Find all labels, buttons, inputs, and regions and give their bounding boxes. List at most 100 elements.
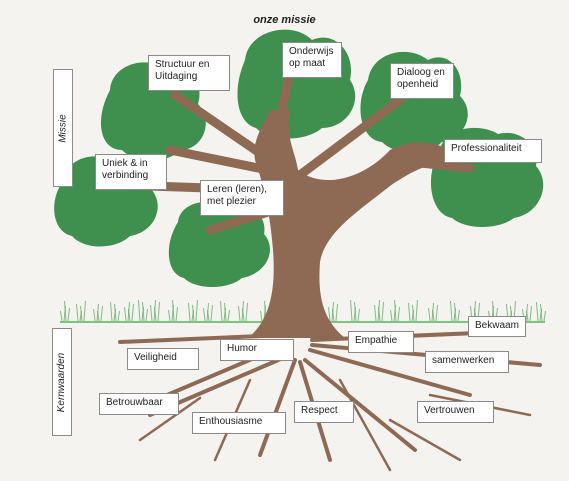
grass-blade xyxy=(412,304,415,322)
grass-blade xyxy=(145,308,148,322)
grass-blade xyxy=(154,306,157,322)
grass-tuft xyxy=(238,300,248,322)
grass-tuft xyxy=(76,300,86,322)
value-veiligheid: Veiligheid xyxy=(127,348,199,370)
value-empathie: Empathie xyxy=(348,331,414,353)
grass-tuft xyxy=(374,299,384,322)
grass-blade xyxy=(450,300,453,322)
grass-tuft xyxy=(188,299,198,322)
grass-blade xyxy=(242,307,245,322)
grass-blade xyxy=(80,305,83,322)
grass-blade xyxy=(114,303,117,322)
root xyxy=(138,396,202,442)
grass-blade xyxy=(117,310,120,322)
grass-tuft xyxy=(536,301,546,322)
grass-blade xyxy=(543,310,546,322)
root xyxy=(258,358,297,457)
grass-blade xyxy=(157,301,160,322)
grass-blade xyxy=(415,299,418,322)
tree-trunk xyxy=(248,110,455,338)
grass-blade xyxy=(128,308,131,322)
grass-tuft xyxy=(408,299,418,322)
trunk-body xyxy=(248,110,455,338)
grass-tuft xyxy=(110,301,120,322)
branch xyxy=(385,155,475,173)
grass-blade xyxy=(172,299,175,322)
grass-tuft xyxy=(220,300,230,322)
grass-blade xyxy=(374,304,377,322)
grass-blade xyxy=(64,300,67,322)
grass-blade xyxy=(328,306,331,322)
grass-blade xyxy=(350,299,353,322)
grass-blade xyxy=(67,307,70,322)
root xyxy=(338,378,392,472)
value-betrouwbaar: Betrouwbaar xyxy=(99,393,179,415)
grass-blade xyxy=(227,309,230,322)
grass-blade xyxy=(245,302,248,322)
core-values-section-label: Kernwaarden xyxy=(52,328,72,436)
grass-blade xyxy=(220,300,223,322)
grass-blade xyxy=(526,310,529,322)
value-bekwaam: Bekwaam xyxy=(468,316,526,337)
grass-blade xyxy=(428,307,431,322)
mission-onderwijs-op-maat: Onderwijs op maat xyxy=(282,42,342,78)
root xyxy=(388,418,462,462)
grass-blade xyxy=(76,303,79,322)
grass-blade xyxy=(124,306,127,322)
value-respect: Respect xyxy=(294,401,354,423)
grass-blade xyxy=(397,306,400,322)
grass-tuft xyxy=(328,301,338,322)
branch xyxy=(295,95,405,180)
value-vertrouwen: Vertrouwen xyxy=(417,401,494,423)
grass-blade xyxy=(168,309,171,322)
grass-blade xyxy=(238,305,241,322)
grass-blade xyxy=(83,300,86,322)
grass-blade xyxy=(60,310,63,322)
grass-blade xyxy=(394,299,397,322)
grass-blade xyxy=(335,303,338,322)
root xyxy=(308,348,472,397)
grass-blade xyxy=(390,309,393,322)
grass-blade xyxy=(210,304,213,322)
grass-tuft xyxy=(168,299,178,322)
grass-tuft xyxy=(450,300,460,322)
grass-tuft xyxy=(428,302,438,322)
mission-section-label: Missie xyxy=(53,69,73,187)
grass-tuft xyxy=(390,299,400,322)
grass-tuft xyxy=(203,302,213,322)
grass-blade xyxy=(203,307,206,322)
grass-blade xyxy=(432,309,435,322)
grass-blade xyxy=(332,308,335,322)
grass-blade xyxy=(192,304,195,322)
grass-blade xyxy=(131,303,134,322)
grass-blade xyxy=(110,301,113,322)
grass-blade xyxy=(381,301,384,322)
grass-blade xyxy=(93,308,96,322)
branch xyxy=(170,90,275,165)
grass-blade xyxy=(408,302,411,322)
grass-blade xyxy=(540,303,543,322)
mission-structuur-en-uitdaging: Structuur en Uitdaging xyxy=(148,55,230,91)
grass-blade xyxy=(188,302,191,322)
diagram-title: onze missie xyxy=(253,14,316,26)
value-humor: Humor xyxy=(220,339,294,361)
grass-tuft xyxy=(60,300,70,322)
grass-blade xyxy=(529,305,532,322)
grass-tuft xyxy=(124,301,134,322)
grass-blade xyxy=(454,302,457,322)
grass-blade xyxy=(354,301,357,322)
value-enthousiasme: Enthousiasme xyxy=(192,412,286,434)
mission-dialoog-en-openheid: Dialoog en openheid xyxy=(390,63,454,99)
grass-blade xyxy=(536,301,539,322)
mission-uniek-in-verbinding: Uniek & in verbinding xyxy=(95,154,167,190)
grass-tuft xyxy=(350,299,360,322)
grass-tuft xyxy=(138,299,148,322)
root xyxy=(303,358,417,452)
grass-blade xyxy=(260,310,263,322)
grass-blade xyxy=(138,299,141,322)
grass-tuft xyxy=(93,303,103,322)
mission-section-text: Missie xyxy=(57,113,69,143)
mission-professionaliteit: Professionaliteit xyxy=(444,139,542,163)
grass-blade xyxy=(175,306,178,322)
branch xyxy=(165,145,273,175)
